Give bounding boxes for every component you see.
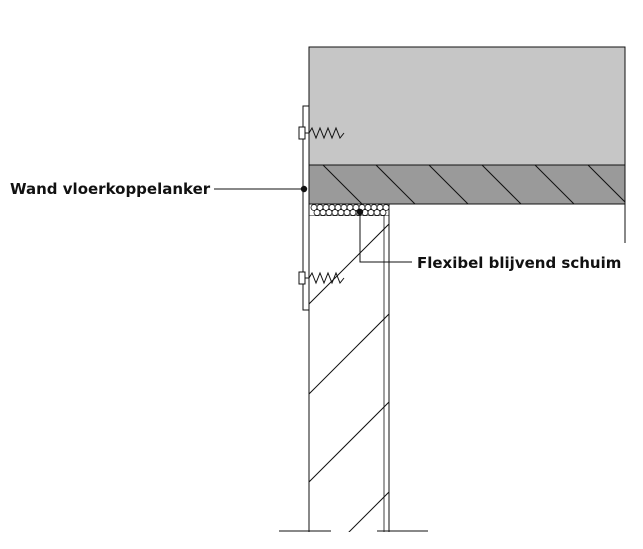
foam-label: Flexibel blijvend schuim [417,254,621,272]
upper-anchor-bolt [298,126,345,140]
lower-anchor-bolt [298,271,345,285]
foam-leader [356,208,412,263]
anchor-plate [302,105,310,311]
slab-edge-hatched [308,164,626,205]
foam-strip [308,203,390,217]
wall-hatched [308,216,390,532]
wall-anchor-leader [214,185,308,193]
wall-anchor-label: Wand vloerkoppelanker [10,180,211,198]
floor-slab [308,46,626,166]
